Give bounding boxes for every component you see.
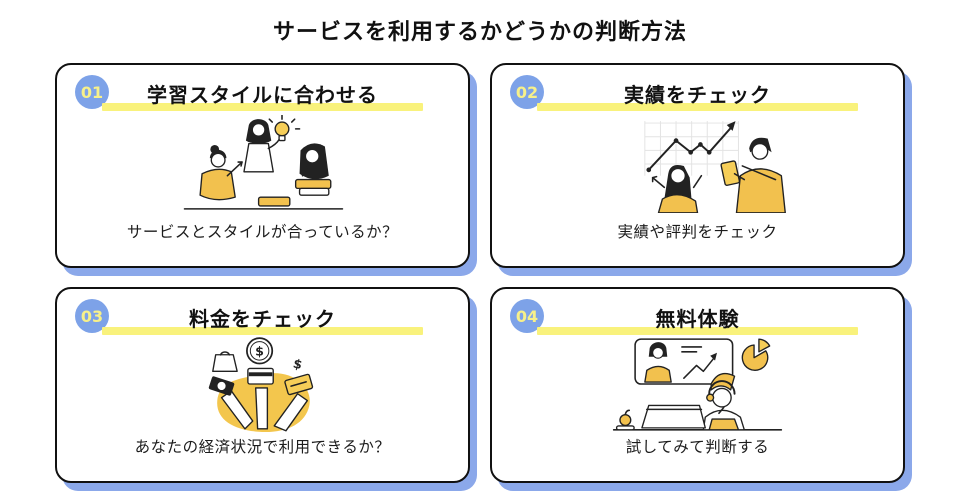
card-description: 実績や評判をチェック bbox=[617, 223, 778, 241]
svg-text:$: $ bbox=[255, 344, 264, 359]
card-heading: 無料体験 bbox=[655, 307, 740, 331]
svg-text:$: $ bbox=[292, 356, 304, 373]
card-heading: 学習スタイルに合わせる bbox=[147, 83, 378, 107]
card-heading: 料金をチェック bbox=[189, 307, 336, 331]
card-header: 学習スタイルに合わせる bbox=[57, 79, 468, 111]
card-header: 無料体験 bbox=[492, 303, 903, 335]
page-title: サービスを利用するかどうかの判断方法 bbox=[272, 20, 687, 45]
heading-highlight-bar bbox=[537, 103, 858, 111]
study-group-illustration bbox=[57, 113, 468, 215]
card-number-badge: 01 bbox=[75, 75, 109, 109]
heading-highlight-bar bbox=[537, 327, 858, 335]
card-header: 料金をチェック bbox=[57, 303, 468, 335]
card-description: 試してみて判断する bbox=[625, 438, 770, 456]
heading-highlight-bar bbox=[102, 327, 423, 335]
card-description: あなたの経済状況で利用できるか？ bbox=[134, 438, 391, 456]
online-lesson-illustration bbox=[492, 333, 903, 435]
card-header: 実績をチェック bbox=[492, 79, 903, 111]
heading-highlight-bar bbox=[102, 103, 423, 111]
card-free-trial: 04 無料体験 bbox=[490, 287, 905, 483]
growth-chart-illustration bbox=[492, 113, 903, 215]
money-illustration: $ $ bbox=[57, 333, 468, 435]
card-learning-style: 01 学習スタイルに合わせる bbox=[55, 63, 470, 268]
card-pricing: 03 料金をチェック $ $ bbox=[55, 287, 470, 483]
card-track-record: 02 実績をチェック bbox=[490, 63, 905, 268]
card-description: サービスとスタイルが合っているか？ bbox=[126, 223, 399, 241]
card-heading: 実績をチェック bbox=[624, 83, 771, 107]
